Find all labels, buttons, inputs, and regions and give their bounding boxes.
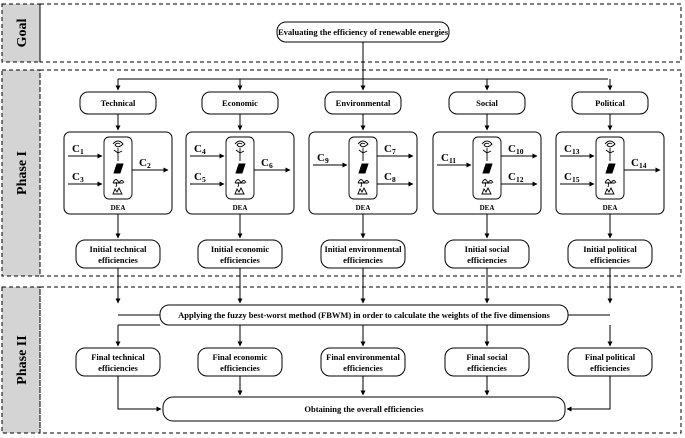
input-label-political-0: C13	[564, 143, 580, 156]
hydro-icon	[234, 140, 246, 148]
biomass-icon	[604, 179, 617, 184]
final-label2-political: efficiencies	[590, 363, 630, 373]
goal-phase-label: Goal	[15, 19, 30, 48]
geothermal-icon	[234, 181, 245, 195]
dimension-label-technical: Technical	[101, 98, 136, 108]
final-label2-technical: efficiencies	[98, 363, 138, 373]
initial-label2-environmental: efficiencies	[343, 255, 383, 265]
input-label-technical-0: C1	[72, 143, 84, 156]
solar-panel-icon	[482, 163, 493, 174]
dea-label-economic: DEA	[233, 204, 248, 212]
geothermal-icon	[112, 181, 123, 195]
input-label-technical-1: C3	[72, 171, 84, 184]
geothermal-icon	[357, 181, 368, 195]
initial-label2-technical: efficiencies	[98, 255, 138, 265]
wind-turbine-icon	[358, 148, 368, 161]
output-label-economic-0: C6	[261, 157, 273, 170]
initial-label-economic: Initial economic	[211, 244, 270, 254]
biomass-icon	[357, 179, 370, 184]
dimension-label-political: Political	[595, 98, 625, 108]
solar-panel-icon	[605, 163, 616, 174]
dimension-label-economic: Economic	[222, 98, 258, 108]
hydro-icon	[357, 140, 369, 148]
wind-turbine-icon	[235, 148, 245, 161]
overall-text: Obtaining the overall efficiencies	[304, 404, 424, 414]
input-label-economic-1: C5	[194, 171, 206, 184]
hydro-icon	[112, 140, 124, 148]
phase2-section: Phase II	[1, 286, 682, 434]
biomass-icon	[234, 179, 247, 184]
wind-turbine-icon	[113, 148, 123, 161]
initial-label-environmental: Initial environmental	[324, 244, 402, 254]
input-label-social-0: C11	[441, 152, 456, 165]
dea-label-social: DEA	[480, 204, 495, 212]
goal-text: Evaluating the efficiency of renewable e…	[278, 27, 449, 37]
biomass-icon	[112, 179, 125, 184]
geothermal-icon	[604, 181, 615, 195]
final-label-economic: Final economic	[212, 352, 267, 362]
solar-panel-icon	[358, 163, 369, 174]
dea-label-political: DEA	[603, 204, 618, 212]
final-label-social: Final social	[466, 352, 508, 362]
phase2-label: Phase II	[15, 335, 30, 384]
biomass-icon	[481, 179, 494, 184]
output-label-environmental-1: C8	[384, 171, 396, 184]
final-label-political: Final political	[585, 352, 636, 362]
dea-label-environmental: DEA	[356, 204, 371, 212]
initial-label2-social: efficiencies	[467, 255, 507, 265]
input-label-environmental-0: C9	[317, 152, 329, 165]
solar-panel-icon	[235, 163, 246, 174]
initial-label-political: Initial political	[583, 244, 637, 254]
goal-section: Goal	[1, 3, 682, 63]
final-label2-environmental: efficiencies	[343, 363, 383, 373]
dea-label-technical: DEA	[111, 204, 126, 212]
final-label2-social: efficiencies	[467, 363, 507, 373]
final-label2-economic: efficiencies	[220, 363, 260, 373]
initial-label-technical: Initial technical	[90, 244, 148, 254]
geothermal-icon	[481, 181, 492, 195]
phase1-label: Phase I	[15, 151, 30, 195]
initial-label2-political: efficiencies	[590, 255, 630, 265]
hydro-icon	[481, 140, 493, 148]
output-label-environmental-0: C7	[384, 143, 396, 156]
input-label-economic-0: C4	[194, 143, 206, 156]
wind-turbine-icon	[605, 148, 615, 161]
initial-label-social: Initial social	[465, 244, 510, 254]
final-label-technical: Final technical	[91, 352, 145, 362]
initial-label2-economic: efficiencies	[220, 255, 260, 265]
hydro-icon	[604, 140, 616, 148]
final-label-environmental: Final environmental	[326, 352, 400, 362]
dimension-label-environmental: Environmental	[336, 98, 391, 108]
wind-turbine-icon	[482, 148, 492, 161]
overall-box	[162, 396, 566, 422]
dimension-label-social: Social	[476, 98, 498, 108]
output-label-social-1: C12	[508, 171, 524, 184]
fbwm-text: Applying the fuzzy best-worst method (FB…	[178, 310, 550, 320]
solar-panel-icon	[113, 163, 124, 174]
output-label-political-0: C14	[631, 157, 647, 170]
output-label-social-0: C10	[508, 143, 524, 156]
output-label-technical-0: C2	[139, 157, 151, 170]
phase1-section: Phase I	[1, 69, 682, 277]
input-label-political-1: C15	[564, 171, 580, 184]
